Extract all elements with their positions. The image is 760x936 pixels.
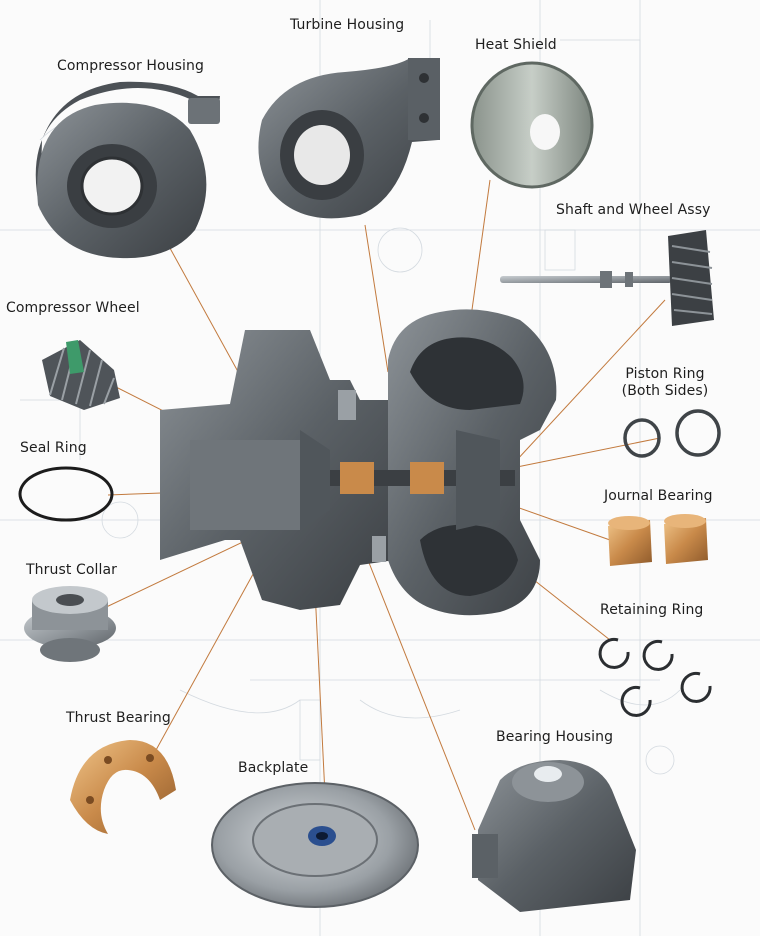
shaft-and-wheel-part bbox=[500, 230, 714, 326]
compressor-wheel-part bbox=[42, 340, 120, 410]
journal-bearing-part bbox=[608, 514, 708, 566]
label-journal-bearing: Journal Bearing bbox=[604, 488, 713, 504]
seal-ring-part bbox=[18, 466, 114, 522]
label-piston-ring-line2: (Both Sides) bbox=[621, 383, 709, 399]
thrust-bearing-part bbox=[70, 740, 176, 834]
label-compressor-wheel: Compressor Wheel bbox=[6, 300, 140, 316]
backplate-part bbox=[211, 782, 419, 908]
label-seal-ring: Seal Ring bbox=[20, 440, 87, 456]
bearing-housing-part bbox=[472, 760, 636, 912]
turbine-housing-part bbox=[258, 58, 440, 219]
piston-ring-part bbox=[623, 409, 721, 458]
label-compressor-housing: Compressor Housing bbox=[57, 58, 204, 74]
label-retaining-ring: Retaining Ring bbox=[600, 602, 704, 618]
heat-shield-part bbox=[470, 61, 594, 189]
label-piston-ring: Piston Ring (Both Sides) bbox=[610, 366, 720, 400]
label-thrust-collar: Thrust Collar bbox=[26, 562, 118, 578]
label-thrust-bearing: Thrust Bearing bbox=[66, 710, 171, 726]
label-backplate: Backplate bbox=[238, 760, 309, 776]
label-piston-ring-line1: Piston Ring bbox=[625, 366, 705, 382]
thrust-collar-part bbox=[24, 586, 116, 662]
label-bearing-housing: Bearing Housing bbox=[496, 729, 614, 745]
label-shaft-and-wheel: Shaft and Wheel Assy bbox=[556, 202, 711, 218]
compressor-housing-part bbox=[35, 81, 220, 259]
retaining-ring-part bbox=[598, 637, 712, 717]
label-turbine-housing: Turbine Housing bbox=[290, 17, 405, 33]
turbocharger-cutaway bbox=[160, 309, 557, 616]
label-heat-shield: Heat Shield bbox=[475, 37, 557, 53]
